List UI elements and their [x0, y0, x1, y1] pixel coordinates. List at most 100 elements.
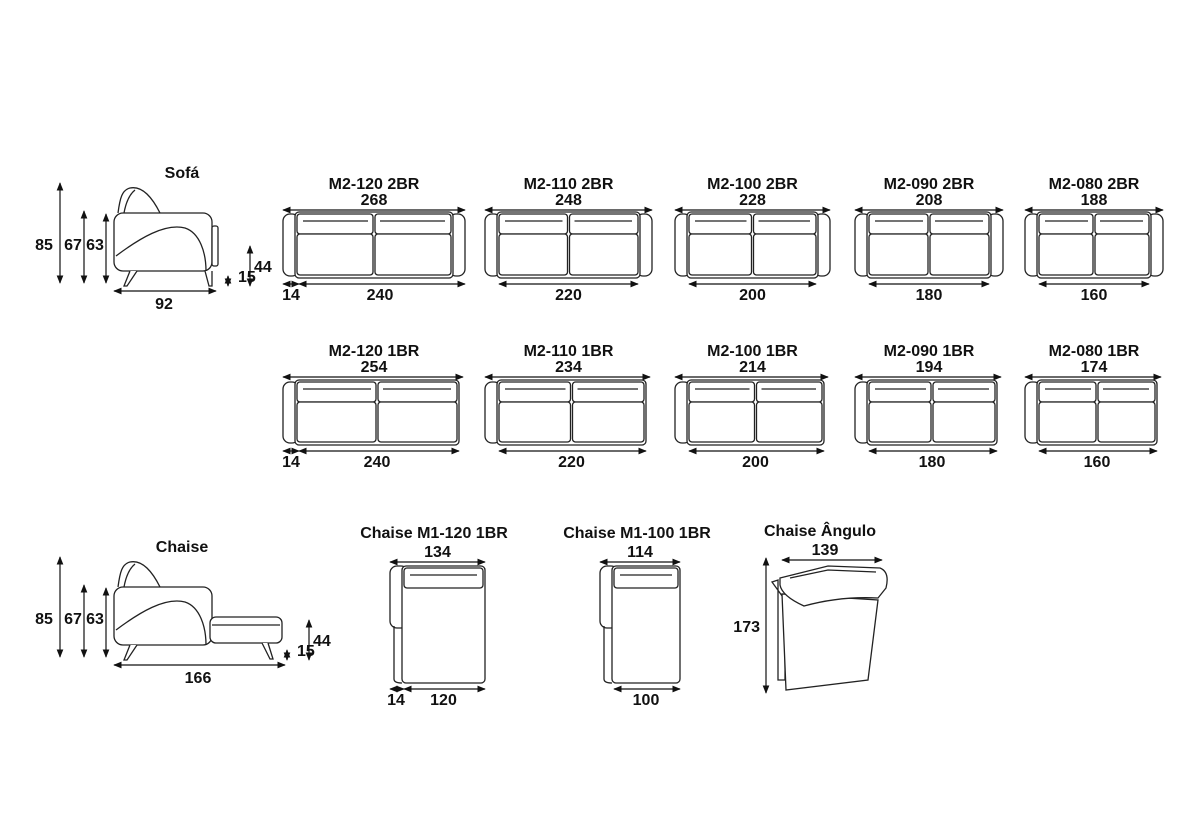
back-cushion: [1097, 381, 1156, 403]
back-cushion: [688, 381, 756, 403]
model-title: M2-120 1BR: [329, 343, 420, 360]
base-edge: [393, 626, 403, 684]
seat-width-label: 160: [1084, 454, 1111, 471]
total-width-label: 268: [361, 192, 388, 209]
back-cushion: [403, 567, 484, 589]
seat-width-label: 180: [919, 454, 946, 471]
total-width-label: 214: [739, 359, 766, 376]
back-cushion: [1094, 213, 1150, 235]
chaise-body: [611, 565, 681, 684]
seat-cushion: [498, 401, 572, 443]
model-title: M2-080 1BR: [1049, 343, 1140, 360]
seat-width-label: 180: [916, 287, 943, 304]
seat-cushion: [374, 233, 452, 276]
seat-cushion: [1097, 401, 1156, 443]
back-cushion: [868, 213, 929, 235]
arm-width-label: 14: [282, 454, 300, 471]
height-arm-label: 63: [86, 237, 104, 254]
height-arm-label: 63: [86, 611, 104, 628]
back-cushion: [377, 381, 458, 403]
total-width-label: 134: [424, 544, 451, 561]
depth-label: 166: [185, 670, 212, 687]
back-cushion: [374, 213, 452, 235]
height-seat-label: 44: [313, 633, 331, 650]
width-label: 139: [812, 542, 839, 559]
height-total-label: 85: [35, 611, 53, 628]
total-width-label: 254: [361, 359, 388, 376]
seat-width-label: 100: [633, 692, 660, 709]
seat-width-label: 220: [555, 287, 582, 304]
side-curve: [115, 600, 207, 646]
seat-cushion: [868, 233, 929, 276]
back-cushion: [296, 381, 377, 403]
seat-cushion: [568, 233, 639, 276]
total-width-label: 234: [555, 359, 582, 376]
model-title: M2-110 2BR: [524, 176, 614, 193]
leg: [123, 270, 138, 287]
height-back-label: 67: [64, 611, 82, 628]
back-cushion: [929, 213, 990, 235]
depth-label: 92: [155, 296, 173, 313]
seat-width-label: 120: [430, 692, 457, 709]
back-cushion: [779, 565, 888, 607]
backrest-seam: [123, 189, 136, 214]
back-cushion: [498, 213, 569, 235]
arm-width-label: 14: [282, 287, 300, 304]
seat-width-label: 200: [742, 454, 769, 471]
leg: [123, 644, 138, 661]
seat-width-label: 240: [367, 287, 394, 304]
model-title: M2-090 1BR: [884, 343, 975, 360]
back-cushion: [498, 381, 572, 403]
back-cushion: [688, 213, 753, 235]
seat-cushion: [1038, 401, 1097, 443]
seat-cushion: [755, 401, 823, 443]
back-cushion: [613, 567, 679, 589]
total-width-label: 194: [916, 359, 943, 376]
base-edge: [603, 626, 613, 684]
model-title: M2-100 1BR: [707, 343, 798, 360]
seat-cushion: [498, 233, 569, 276]
total-width-label: 174: [1081, 359, 1108, 376]
model-title: M2-090 2BR: [884, 176, 975, 193]
seat-cushion: [296, 401, 377, 443]
back-cushion: [1038, 381, 1097, 403]
view-title: Sofá: [165, 165, 200, 182]
chaise-body: [781, 593, 879, 691]
back-cushion: [571, 381, 645, 403]
arm-width-label: 14: [387, 692, 405, 709]
back-panel: [211, 225, 219, 267]
back-cushion: [868, 381, 932, 403]
backrest-seam: [123, 563, 136, 588]
total-width-label: 228: [739, 192, 766, 209]
model-title: M2-120 2BR: [329, 176, 420, 193]
back-cushion: [932, 381, 996, 403]
height-seat-label: 44: [254, 259, 272, 276]
leg: [204, 270, 213, 287]
height-back-label: 67: [64, 237, 82, 254]
seat-cushion: [868, 401, 932, 443]
cushion-seam: [789, 569, 877, 579]
seat-cushion: [688, 233, 753, 276]
seat-cushion: [377, 401, 458, 443]
total-width-label: 114: [627, 544, 653, 561]
chaise-body: [401, 565, 486, 684]
sofa-body: [113, 212, 213, 272]
back-cushion: [1038, 213, 1094, 235]
back-cushion: [755, 381, 823, 403]
